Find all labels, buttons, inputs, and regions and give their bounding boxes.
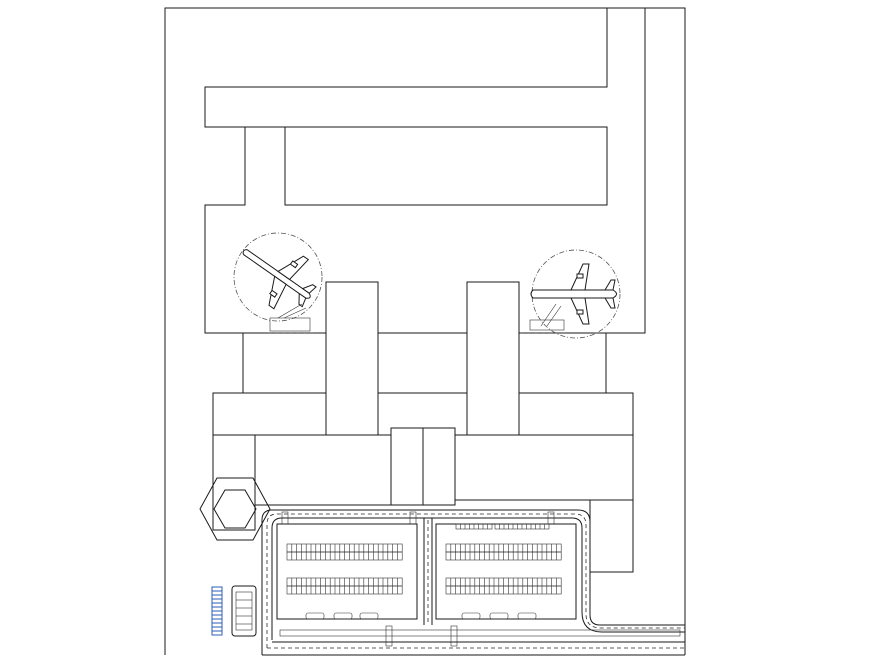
access-road <box>261 509 685 656</box>
parking-lot-right <box>435 523 577 620</box>
aircraft-stand-right <box>520 249 621 339</box>
parking-lot-left <box>276 523 418 620</box>
hexagon-kiosk <box>199 477 271 541</box>
terminal-building <box>212 281 634 573</box>
airplane-icon <box>530 263 617 325</box>
aircraft-stand-left <box>233 232 323 334</box>
bus-parking <box>211 585 257 637</box>
airplane-icon <box>242 249 317 310</box>
outer-site-boundary <box>164 7 686 655</box>
taxiway-comb <box>204 8 646 334</box>
